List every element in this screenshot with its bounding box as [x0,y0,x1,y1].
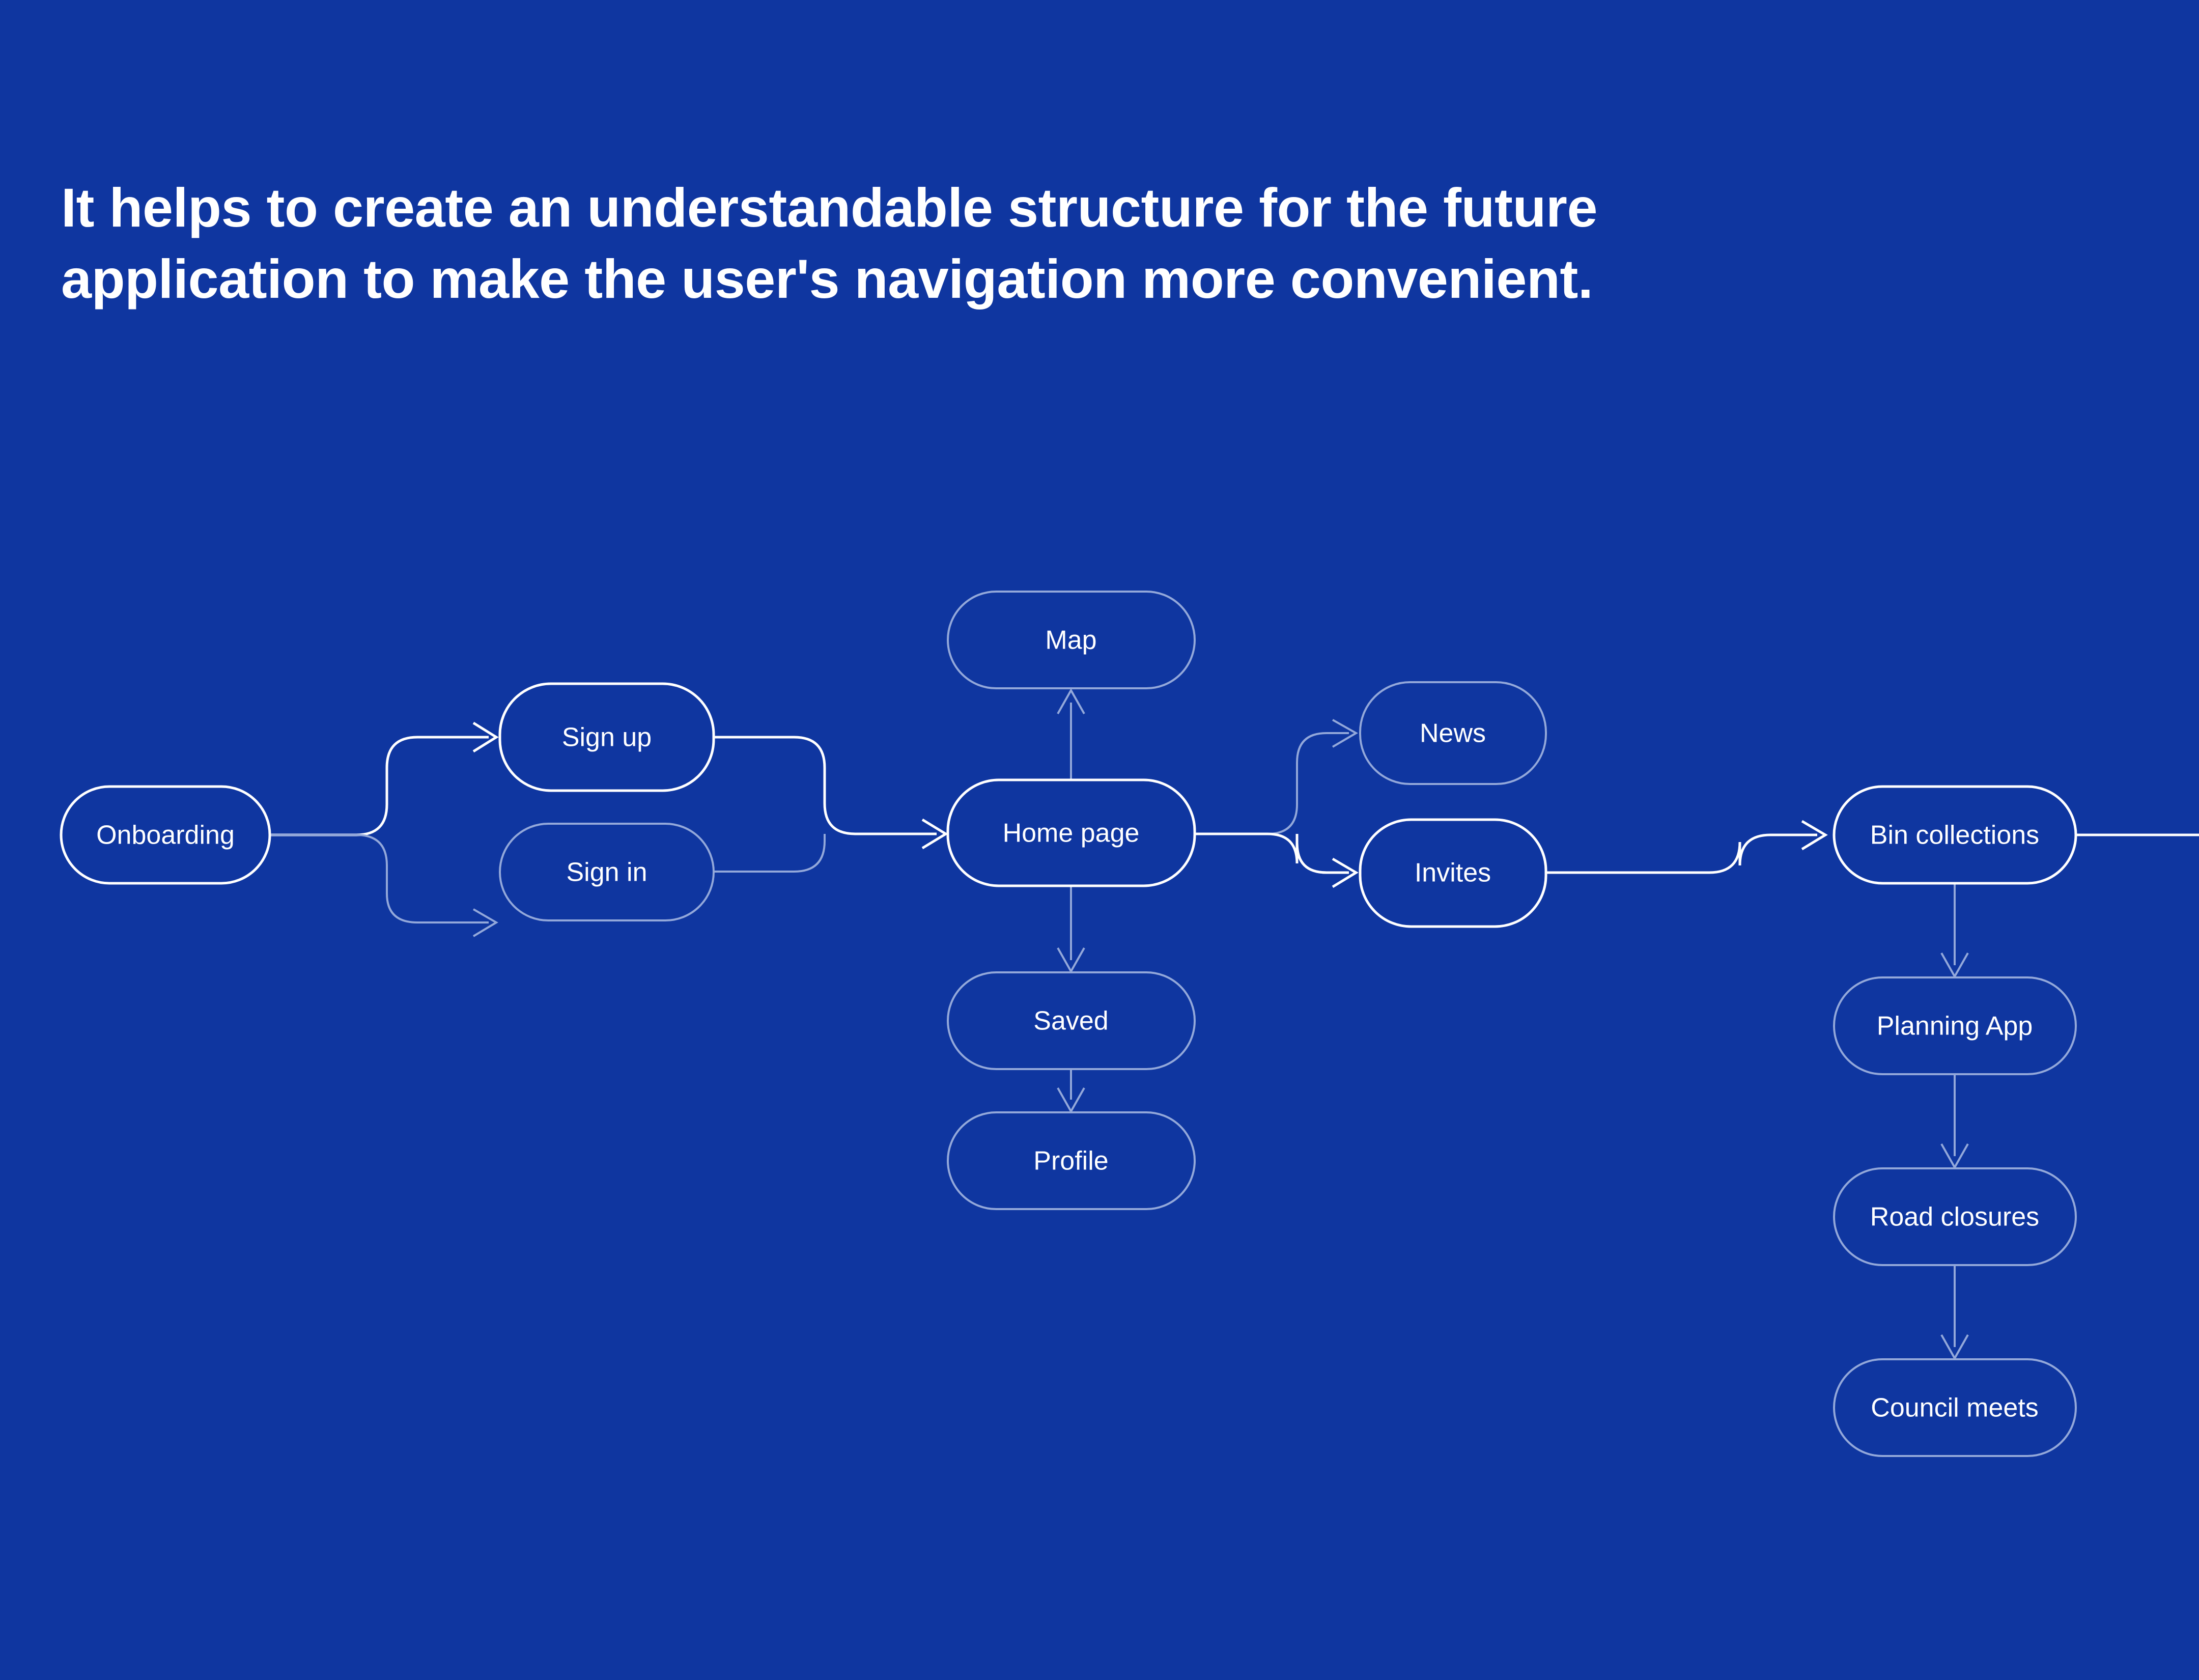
node-map[interactable]: Map [947,591,1196,689]
node-sign-in[interactable]: Sign in [499,823,715,921]
edge-onboarding-to-sign-in [270,834,498,937]
edge-bin-collections-to-planning-app [1940,883,1969,979]
edge-onboarding-to-sign-up [270,721,499,836]
edge-home-page-to-saved [1057,886,1085,974]
node-onboarding[interactable]: Onboarding [60,785,271,885]
node-label-sign-up: Sign up [562,723,652,752]
node-road-closures[interactable]: Road closures [1833,1167,2077,1266]
edge-saved-to-profile [1057,1069,1085,1114]
edge-sign-up-to-home-page [714,736,937,835]
node-profile[interactable]: Profile [947,1111,1196,1210]
node-label-onboarding: Onboarding [96,821,235,850]
arrow-into-home-page [921,818,948,850]
edge-home-page-to-news [1195,719,1359,835]
node-label-home-page: Home page [1003,819,1140,848]
node-label-road-closures: Road closures [1870,1202,2039,1232]
node-label-sign-in: Sign in [567,858,647,887]
node-label-news: News [1420,719,1486,748]
node-layer: Onboarding Sign up Sign in Map Home page [60,591,2077,1457]
node-news[interactable]: News [1359,681,1547,785]
node-council-meets[interactable]: Council meets [1833,1358,2077,1457]
edge-home-page-to-map [1057,688,1085,780]
edge-invites-to-bin-collections [1546,820,1828,874]
node-label-bin-collections: Bin collections [1870,821,2039,850]
node-bin-collections[interactable]: Bin collections [1832,785,2077,885]
node-label-planning-app: Planning App [1877,1012,2033,1041]
node-label-council-meets: Council meets [1871,1393,2038,1423]
edge-home-page-to-invites [1195,832,1359,888]
node-label-map: Map [1045,626,1096,655]
edge-planning-app-to-road-closures [1940,1074,1969,1170]
node-home-page[interactable]: Home page [946,778,1196,887]
edge-road-closures-to-council-meets [1940,1265,1969,1361]
node-saved[interactable]: Saved [947,971,1196,1070]
node-label-invites: Invites [1415,858,1491,888]
node-label-saved: Saved [1033,1006,1108,1036]
edge-layer [270,688,2199,1361]
node-invites[interactable]: Invites [1359,818,1547,928]
node-label-profile: Profile [1033,1146,1108,1176]
node-sign-up[interactable]: Sign up [498,682,715,792]
page-title: It helps to create an understandable str… [61,177,1613,310]
edge-sign-in-to-home-page [714,834,826,873]
node-planning-app[interactable]: Planning App [1833,976,2077,1075]
